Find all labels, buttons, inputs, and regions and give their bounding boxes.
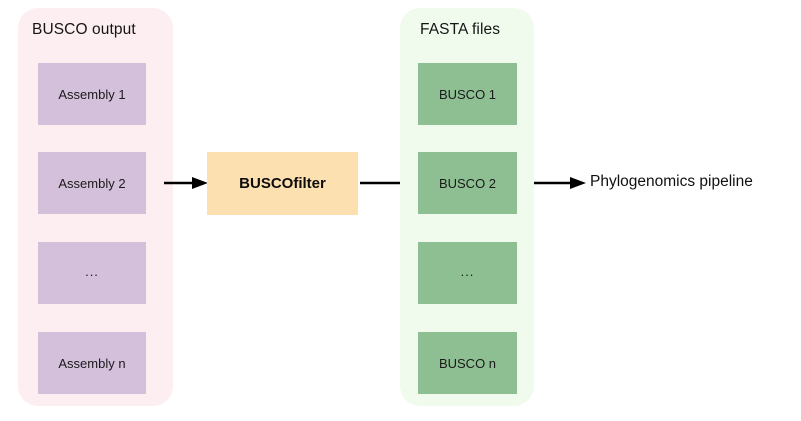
box-busco-2[interactable]: BUSCO 2 [418,152,517,214]
box-assembly-ellipsis[interactable]: ... [38,242,146,304]
process-buscofilter[interactable]: BUSCOfilter [207,152,358,215]
label-phylogenomics-pipeline: Phylogenomics pipeline [590,173,753,190]
group-title-fasta-files: FASTA files [420,21,501,38]
box-assembly-2[interactable]: Assembly 2 [38,152,146,214]
box-busco-1[interactable]: BUSCO 1 [418,63,517,125]
box-busco-ellipsis[interactable]: ... [418,242,517,304]
group-title-busco-output: BUSCO output [32,21,136,38]
box-assembly-1[interactable]: Assembly 1 [38,63,146,125]
arrow-fasta-to-phylogenomics [534,176,586,190]
box-busco-n[interactable]: BUSCO n [418,332,517,394]
box-assembly-n[interactable]: Assembly n [38,332,146,394]
arrow-assemblies-to-buscofilter [164,176,208,190]
